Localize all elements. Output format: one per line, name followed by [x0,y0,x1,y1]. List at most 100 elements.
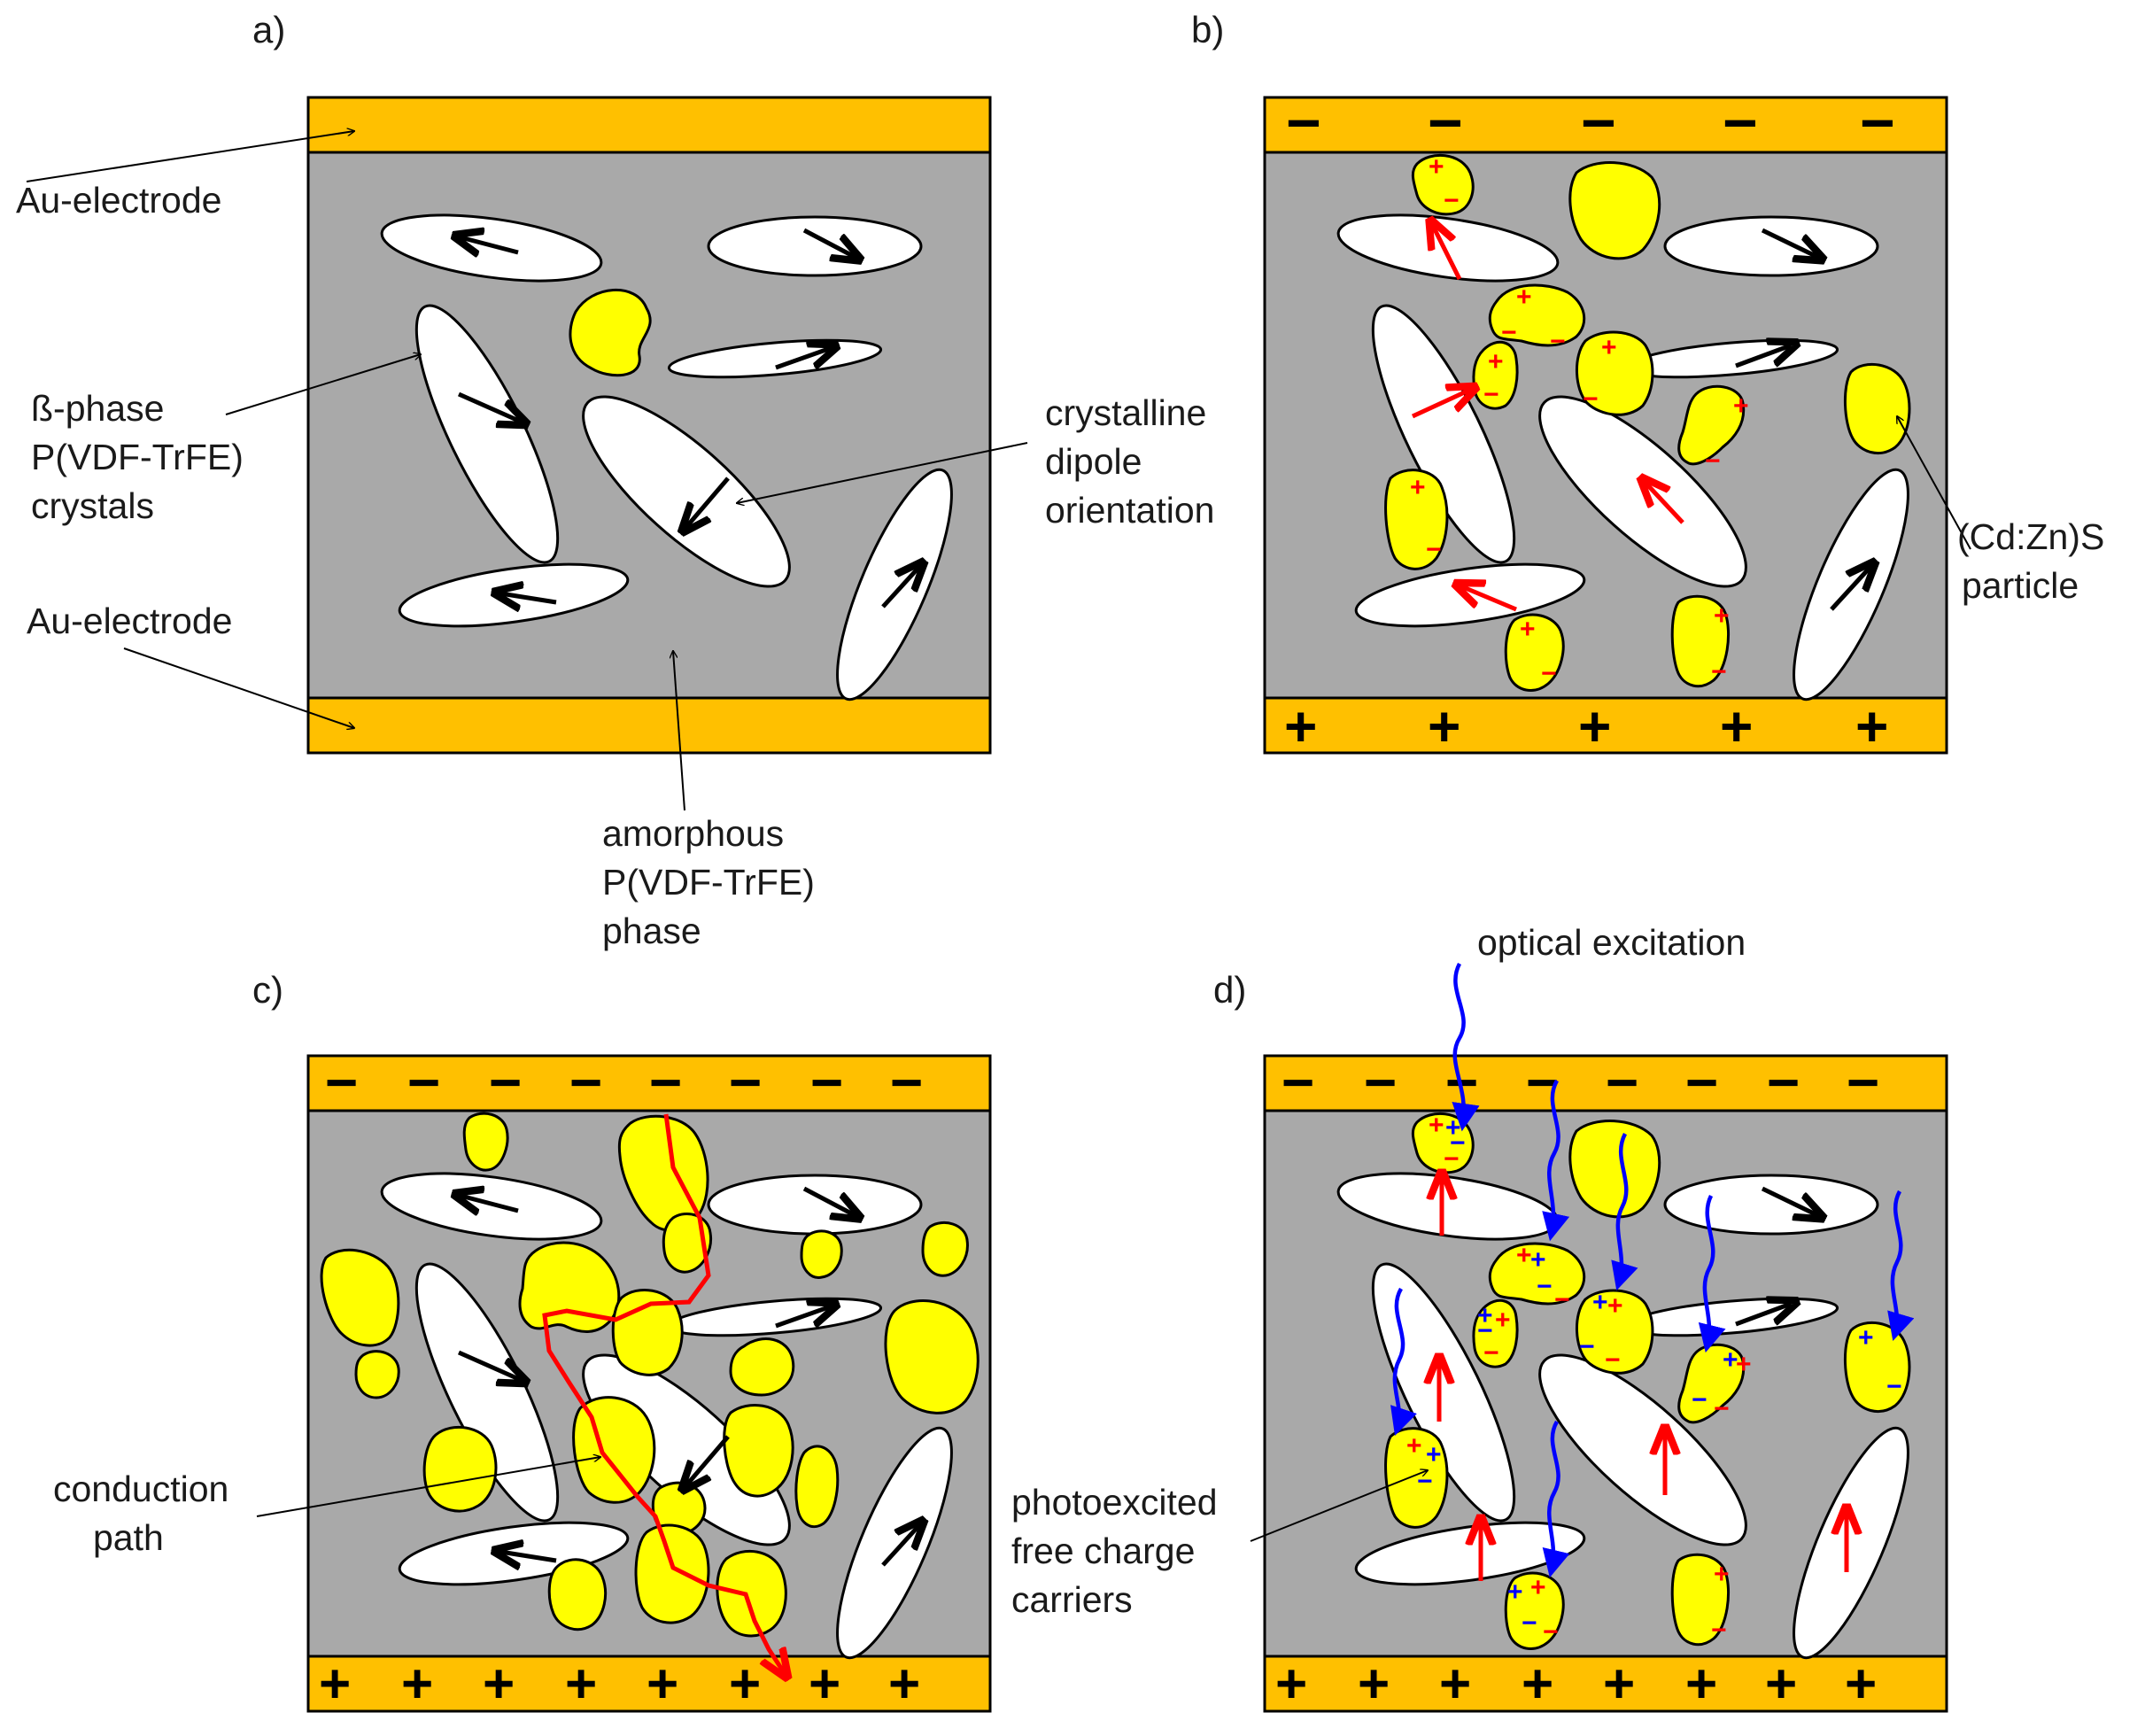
dipole-arrow [881,567,919,608]
dipole-arrow [802,228,855,257]
particle [1843,363,1911,455]
panel-d-bottom-signs: + + + + + + + + [1275,1654,1877,1715]
electrode-sign: − [1847,1050,1879,1114]
particle [634,1523,710,1624]
particle [1568,1120,1661,1219]
electrode-sign: − [407,1050,440,1114]
panel-a-leaders [26,131,1028,811]
charge-plus: + [1607,1291,1623,1321]
electrode-sign: − [810,1050,843,1114]
photon-arrow [1887,1190,1915,1342]
panel-d-bottom-electrode [1263,1655,1948,1713]
crystal [1538,1353,1747,1546]
charge-minus: − [1705,446,1721,476]
label-beta-3: crystals [31,485,154,526]
panel-a: a) Au-electro [16,9,1214,951]
dipole-arrow [457,391,521,422]
charge-minus: − [1541,659,1557,688]
carrier-minus: − [1537,1272,1553,1301]
label-amorphous-3: phase [602,911,701,951]
charge-minus: − [1444,186,1460,215]
leader-au-bottom [123,647,354,728]
particle [921,1221,969,1277]
panel-b-bottom-signs: + + + + + [1284,694,1888,758]
dipole-arrow [1830,567,1870,611]
dipole-arrow [686,1435,730,1485]
crystal [1793,1426,1909,1660]
charge-plus: + [1736,1350,1752,1379]
photon-arrow [1452,962,1480,1132]
leader-dipole [737,442,1028,503]
crystal [582,395,791,588]
electrode-sign: + [1439,1654,1471,1715]
crystal [707,1174,923,1236]
electrode-sign: + [888,1654,920,1715]
dipole-arrow [802,1186,855,1215]
label-carriers-1: photoexcited [1011,1482,1218,1523]
particle [1472,1298,1519,1368]
label-beta-1: ß-phase [31,388,164,429]
particle [1670,594,1731,688]
electrode-sign: − [325,1050,358,1114]
electrode-sign: + [729,1654,761,1715]
dipole-arrow-poled [1411,390,1470,419]
dipole-arrow [775,348,831,368]
electrode-sign: − [1282,1050,1314,1114]
charge-plus: + [1429,152,1444,182]
carrier-plus: + [1477,1301,1493,1330]
carrier-minus: − [1886,1372,1902,1401]
panel-d-red-charges: + − + − + − + − + − + + − + − [1406,1111,1752,1647]
particle [462,1112,509,1172]
electrode-sign: + [1428,694,1460,758]
particle [320,1248,400,1347]
carrier-plus: + [1858,1323,1874,1352]
dipole-arrow [457,1350,521,1380]
electrode-sign: + [809,1654,840,1715]
panel-c-top-signs: − − − − − − − − [325,1050,923,1114]
panel-c-bottom-electrode [306,1655,992,1713]
electrode-sign: + [483,1654,515,1715]
carrier-plus: + [1723,1345,1738,1375]
dipole-arrow [686,477,730,527]
electrode-sign: + [1845,1654,1877,1715]
dipole-arrow [461,237,519,252]
crystal [1663,215,1879,277]
electrode-sign: + [319,1654,351,1715]
electrode-sign: + [647,1654,678,1715]
dipole-arrow [1761,1186,1817,1215]
dipole-arrow [461,1196,519,1211]
carrier-plus: + [1426,1440,1442,1469]
charge-plus: + [1714,601,1730,631]
particle [662,1213,713,1274]
charge-minus: − [1583,384,1599,414]
electrode-sign: − [1685,1050,1718,1114]
dipole-arrow-poled [1646,483,1684,524]
particle [1670,1553,1731,1647]
electrode-sign: + [401,1654,433,1715]
panel-c-top-electrode [306,1054,992,1112]
electrode-sign: − [1767,1050,1800,1114]
carrier-minus: − [1450,1128,1466,1158]
panel-b-bottom-electrode [1263,696,1948,755]
label-dipole-2: dipole [1045,441,1142,482]
carrier-minus: − [1692,1385,1707,1414]
particle [1504,613,1565,692]
electrode-sign: + [1765,1654,1797,1715]
label-optical: optical excitation [1477,922,1746,963]
photon-arrow [1542,1079,1570,1242]
label-au-bottom: Au-electrode [27,601,232,641]
particle [569,288,652,377]
charge-plus: + [1495,1306,1511,1335]
charge-plus: + [1516,283,1532,312]
leader-carriers [1250,1470,1428,1542]
panel-b-charges: + − + − − + − + − + − + − + − + − [1410,152,1749,688]
electrode-sign: + [1275,1654,1307,1715]
dipole-arrow [1735,1304,1791,1327]
electrode-sign: − [729,1050,762,1114]
electrode-sign: − [1723,89,1758,157]
panel-d-black-dipoles [1735,1186,1817,1327]
electrode-sign: + [1603,1654,1635,1715]
panel-d-top-electrode [1263,1054,1948,1112]
carrier-plus: + [1507,1577,1523,1607]
